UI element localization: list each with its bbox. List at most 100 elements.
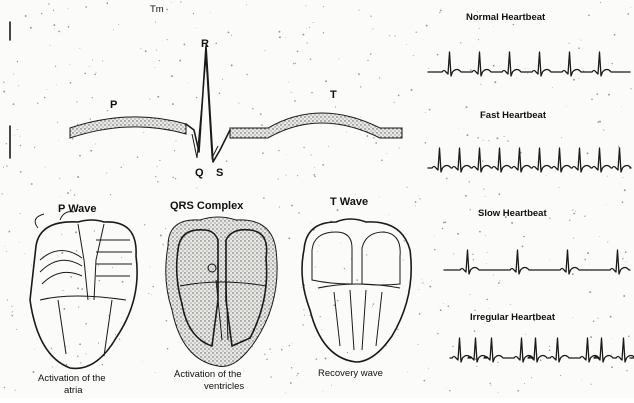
speckle-dot <box>590 336 592 338</box>
speckle-dot <box>50 45 51 46</box>
speckle-dot <box>406 44 407 45</box>
speckle-dot <box>20 145 21 146</box>
speckle-dot <box>303 147 304 148</box>
speckle-dot <box>292 343 293 344</box>
speckle-dot <box>366 254 367 255</box>
speckle-dot <box>319 245 320 246</box>
speckle-dot <box>85 323 87 325</box>
speckle-dot <box>293 63 294 64</box>
speckle-dot <box>614 34 616 36</box>
speckle-dot <box>294 62 295 63</box>
speckle-dot <box>159 60 160 61</box>
speckle-dot <box>51 348 52 349</box>
speckle-dot <box>622 258 623 259</box>
speckle-dot <box>53 10 54 11</box>
speckle-dot <box>606 204 607 205</box>
speckle-dot <box>531 377 532 378</box>
speckle-dot <box>525 68 526 69</box>
speckle-dot <box>381 159 383 161</box>
speckle-dot <box>150 266 151 267</box>
speckle-dot <box>490 385 491 386</box>
speckle-dot <box>449 390 450 391</box>
speckle-dot <box>77 355 79 357</box>
speckle-dot <box>278 179 279 180</box>
p-segment-band <box>70 117 186 138</box>
speckle-dot <box>620 184 621 185</box>
speckle-dot <box>244 371 245 372</box>
speckle-dot <box>57 122 58 123</box>
speckle-dot <box>418 195 419 196</box>
speckle-dot <box>404 240 406 242</box>
speckle-dot <box>523 236 525 238</box>
speckle-dot <box>486 263 487 264</box>
speckle-dot <box>549 218 550 219</box>
speckle-dot <box>511 222 513 224</box>
top-mark: Tm <box>150 4 164 15</box>
speckle-dot <box>470 69 472 71</box>
speckle-dot <box>549 350 551 352</box>
speckle-dot <box>398 95 400 97</box>
speckle-dot <box>581 379 582 380</box>
speckle-dot <box>311 223 312 224</box>
speckle-dot <box>89 66 90 67</box>
speckle-dot <box>297 373 299 375</box>
heart-panel-title: QRS Complex <box>170 200 244 212</box>
heart-panel-t-wave: T Wave Recovery wave <box>302 196 411 379</box>
speckle-dot <box>12 311 13 312</box>
speckle-dot <box>630 88 631 89</box>
speckle-dot <box>608 94 610 96</box>
qrs-spike <box>186 46 230 162</box>
speckle-dot <box>238 103 239 104</box>
speckle-dot <box>446 387 447 388</box>
speckle-dot <box>403 260 404 261</box>
speckle-dot <box>260 113 262 115</box>
speckle-dot <box>599 121 601 123</box>
speckle-dot <box>262 152 264 154</box>
speckle-dot <box>479 231 481 233</box>
speckle-dot <box>65 346 66 347</box>
speckle-dot <box>478 39 479 40</box>
speckle-dot <box>281 349 283 351</box>
speckle-dot <box>193 13 194 14</box>
speckle-dot <box>573 213 575 215</box>
speckle-dot <box>148 293 149 294</box>
speckle-dot <box>373 137 374 138</box>
speckle-dot <box>325 358 327 360</box>
speckle-dot <box>24 253 25 254</box>
speckle-dot <box>303 309 304 310</box>
speckle-dot <box>607 241 608 242</box>
speckle-dot <box>286 175 287 176</box>
speckle-dot <box>6 166 7 167</box>
speckle-dot <box>152 286 153 287</box>
speckle-dot <box>569 220 570 221</box>
speckle-dot <box>3 91 5 93</box>
speckle-dot <box>196 28 197 29</box>
speckle-dot <box>106 2 108 4</box>
speckle-dot <box>340 243 341 244</box>
speckle-dot <box>159 160 160 161</box>
speckle-dot <box>453 253 454 254</box>
speckle-dot <box>1 193 2 194</box>
speckle-dot <box>30 27 32 29</box>
speckle-dot <box>31 183 33 185</box>
speckle-dot <box>422 282 423 283</box>
speckle-dot <box>315 267 316 268</box>
speckle-dot <box>589 264 590 265</box>
speckle-dot <box>320 316 321 317</box>
speckle-dot <box>591 98 593 100</box>
speckle-dot <box>95 144 96 145</box>
speckle-dot <box>446 178 448 180</box>
speckle-dot <box>478 28 479 29</box>
speckle-dot <box>579 78 580 79</box>
speckle-dot <box>246 74 248 76</box>
speckle-dot <box>482 160 483 161</box>
speckle-dot <box>231 35 232 36</box>
speckle-dot <box>68 26 70 28</box>
speckle-dot <box>264 354 265 355</box>
speckle-dot <box>473 259 474 260</box>
speckle-dot <box>494 81 496 83</box>
speckle-dot <box>316 358 318 360</box>
speckle-dot <box>15 390 16 391</box>
